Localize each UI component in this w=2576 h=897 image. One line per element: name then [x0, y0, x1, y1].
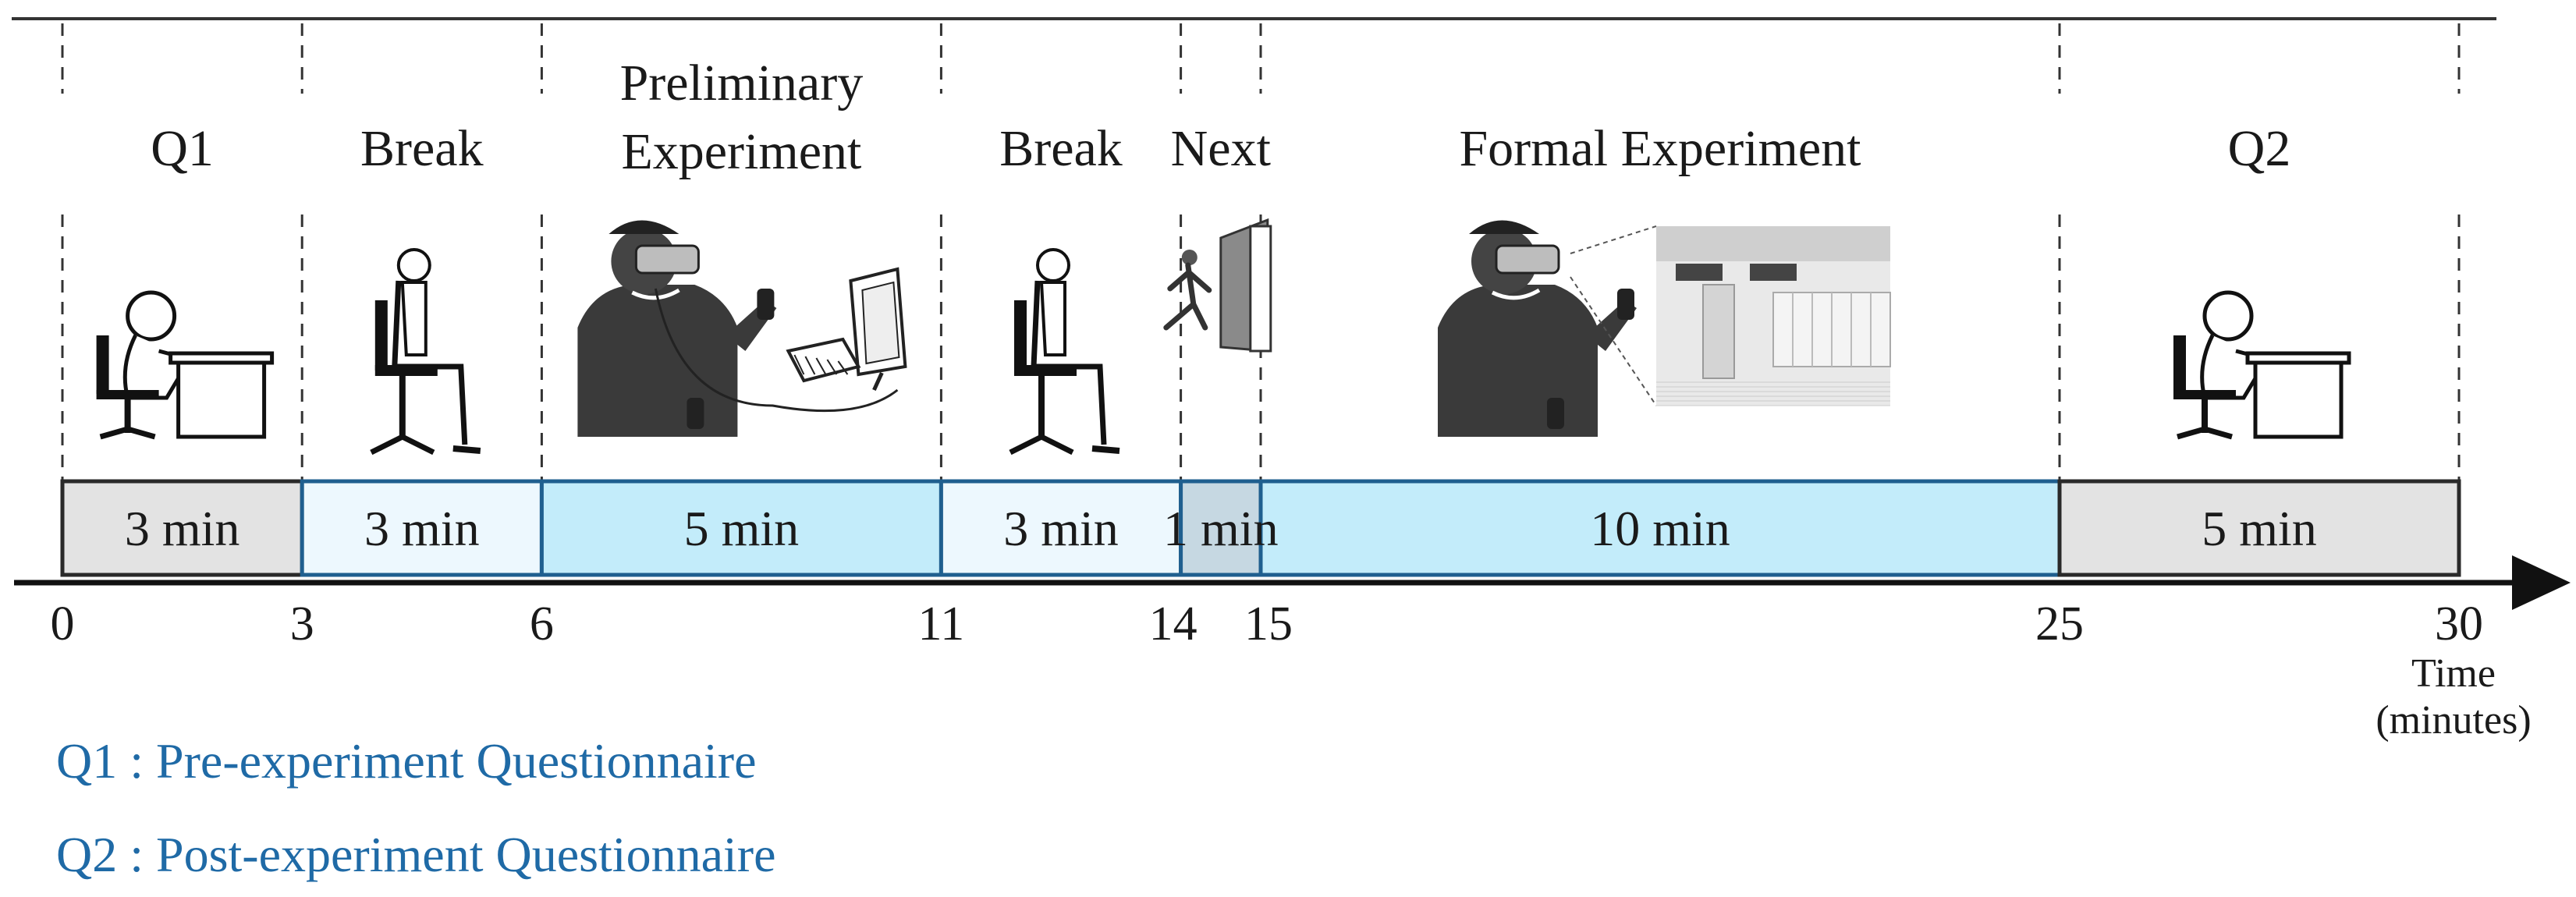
time-tick-label: 14: [1149, 597, 1198, 651]
person-sitting-on-chair-icon: [1009, 248, 1120, 456]
duration-box: [2057, 479, 2461, 577]
legend-entry: Q2 : Post-experiment Questionnaire: [56, 827, 775, 882]
legend-entry: Q1 : Pre-experiment Questionnaire: [56, 733, 757, 789]
person-walking-through-door-icon: [1163, 218, 1272, 353]
time-tick-label: 0: [51, 597, 75, 651]
duration-label: 3 min: [1003, 501, 1119, 556]
time-axis-title: Time: [2411, 651, 2496, 696]
duration-box: [1179, 479, 1263, 577]
phase-label: Next: [1171, 120, 1271, 177]
time-tick-label: 15: [1244, 597, 1293, 651]
time-tick-label: 6: [530, 597, 554, 651]
phase-label: Break: [999, 120, 1123, 177]
duration-label: 3 min: [125, 501, 240, 556]
time-axis-title: (minutes): [2376, 698, 2531, 743]
duration-label: 5 min: [2202, 501, 2317, 556]
phase-label: Q1: [151, 120, 214, 177]
duration-label: 10 min: [1590, 501, 1730, 556]
person-writing-at-desk-icon: [96, 290, 275, 440]
duration-label: 3 min: [364, 501, 480, 556]
time-axis-arrowhead: [2512, 555, 2571, 610]
vr-user-with-computer-icon: [577, 220, 907, 437]
vr-user-with-station-scene-icon: [1438, 220, 1891, 437]
duration-label: 1 min: [1163, 501, 1279, 556]
person-writing-at-desk-icon: [2173, 290, 2351, 440]
duration-box: [939, 479, 1183, 577]
time-tick-label: 11: [918, 597, 965, 651]
time-tick-label: 3: [290, 597, 314, 651]
time-tick-label: 30: [2435, 597, 2483, 651]
phase-label: Experiment: [621, 123, 861, 180]
time-tick-label: 25: [2035, 597, 2084, 651]
duration-box: [60, 479, 304, 577]
phase-label: Break: [360, 120, 484, 177]
phase-label: Formal Experiment: [1459, 120, 1861, 177]
phase-label: Preliminary: [620, 55, 864, 112]
duration-box: [539, 479, 943, 577]
duration-box: [1258, 479, 2062, 577]
duration-label: 5 min: [684, 501, 800, 556]
person-sitting-on-chair-icon: [370, 248, 481, 456]
phase-label: Q2: [2228, 120, 2291, 177]
